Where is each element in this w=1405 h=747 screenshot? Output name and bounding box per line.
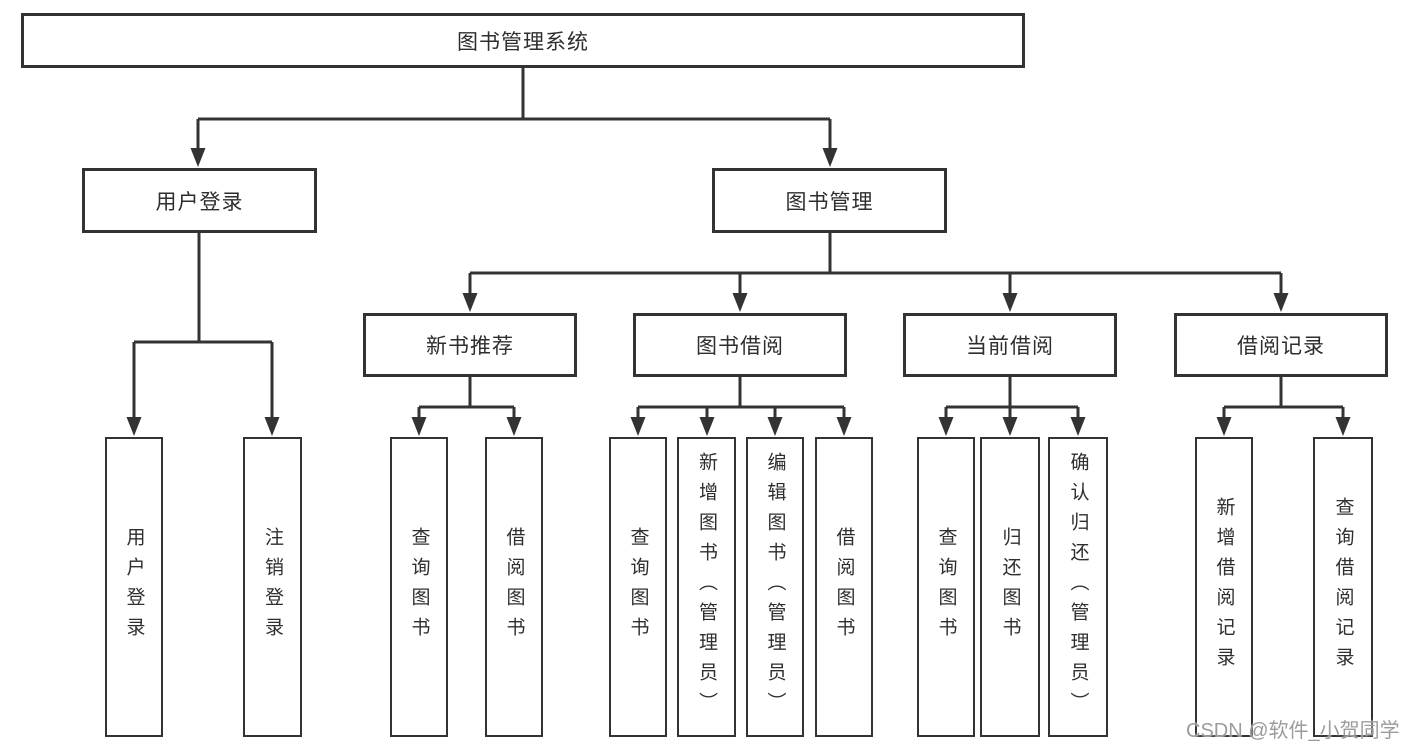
leaf-logout-login-label: 注销登录 xyxy=(262,527,283,647)
node-library-management-system: 图书管理系统 xyxy=(21,13,1025,68)
node-borrowing-records: 借阅记录 xyxy=(1174,313,1388,377)
leaf-confirm-return-admin-label: 确认归还（管理员） xyxy=(1067,452,1089,722)
node-book-management: 图书管理 xyxy=(712,168,947,233)
leaf-recommend-query-books: 查询图书 xyxy=(390,437,448,737)
node-new-book-recommend: 新书推荐 xyxy=(363,313,577,377)
leaf-recommend-query-books-label: 查询图书 xyxy=(408,527,430,647)
leaf-borrowing-query-books-label: 查询图书 xyxy=(627,527,649,647)
tree-edges xyxy=(132,68,1345,421)
leaf-return-books: 归还图书 xyxy=(980,437,1040,737)
leaf-recommend-borrow-books-label: 借阅图书 xyxy=(503,527,525,647)
leaf-query-borrow-record: 查询借阅记录 xyxy=(1313,437,1373,737)
node-book-borrowing: 图书借阅 xyxy=(633,313,847,377)
leaf-borrowing-borrow-books: 借阅图书 xyxy=(815,437,873,737)
leaf-query-borrow-record-label: 查询借阅记录 xyxy=(1332,497,1354,677)
leaf-borrowing-borrow-books-label: 借阅图书 xyxy=(833,527,855,647)
leaf-edit-books-admin-label: 编辑图书（管理员） xyxy=(764,452,786,722)
leaf-add-borrow-record: 新增借阅记录 xyxy=(1195,437,1253,737)
leaf-add-books-admin-label: 新增图书（管理员） xyxy=(696,452,717,722)
leaf-add-borrow-record-label: 新增借阅记录 xyxy=(1213,497,1235,677)
leaf-user-login-label: 用户登录 xyxy=(123,527,145,647)
leaf-logout-login: 注销登录 xyxy=(243,437,302,737)
leaf-user-login: 用户登录 xyxy=(105,437,163,737)
leaf-current-query-books-label: 查询图书 xyxy=(935,527,957,647)
leaf-borrowing-query-books: 查询图书 xyxy=(609,437,667,737)
leaf-confirm-return-admin: 确认归还（管理员） xyxy=(1048,437,1108,737)
leaf-add-books-admin: 新增图书（管理员） xyxy=(677,437,736,737)
node-user-login: 用户登录 xyxy=(82,168,317,233)
leaf-current-query-books: 查询图书 xyxy=(917,437,975,737)
leaf-recommend-borrow-books: 借阅图书 xyxy=(485,437,543,737)
leaf-edit-books-admin: 编辑图书（管理员） xyxy=(746,437,804,737)
node-current-borrowing: 当前借阅 xyxy=(903,313,1117,377)
leaf-return-books-label: 归还图书 xyxy=(999,527,1021,647)
arrowheads xyxy=(126,148,1351,436)
csdn-watermark: CSDN @软件_小贺同学 xyxy=(1186,720,1400,742)
